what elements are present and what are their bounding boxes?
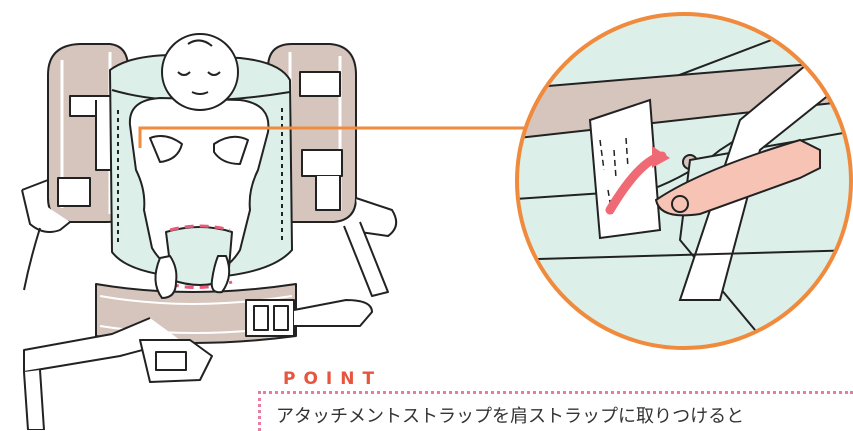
point-heading: POINT (283, 369, 383, 389)
baby (128, 33, 270, 299)
zoom-circle (517, 14, 851, 348)
zoom-connector-line (138, 126, 540, 148)
point-divider (258, 391, 853, 394)
point-text: アタッチメントストラップを肩ストラップに取りつけると (276, 406, 745, 427)
left-shoulder-pad (21, 43, 129, 291)
point-side-rule (258, 391, 261, 431)
waist-belt (23, 283, 373, 430)
